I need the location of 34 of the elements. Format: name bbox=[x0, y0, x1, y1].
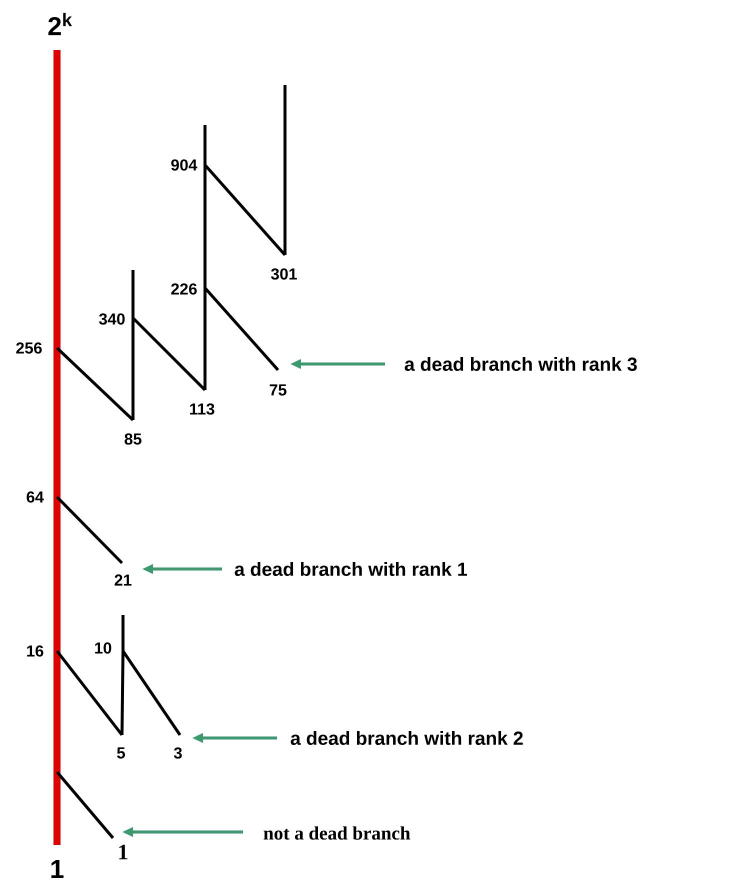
end-label: 2$^{k}$ bbox=[48, 12, 72, 36]
number-label: 904 bbox=[171, 159, 198, 171]
branch-line bbox=[204, 164, 286, 256]
branch-line bbox=[56, 496, 124, 564]
branch-line bbox=[132, 316, 206, 392]
callout-text: a dead branch with rank 3 bbox=[404, 357, 637, 371]
number-label: 113 bbox=[190, 403, 214, 415]
branch-line bbox=[122, 650, 182, 736]
number-label: 301 bbox=[271, 268, 297, 280]
branch-line bbox=[132, 318, 134, 420]
number-label: 256 bbox=[16, 342, 42, 354]
branch-line bbox=[204, 287, 280, 371]
number-label: 64 bbox=[26, 491, 44, 503]
branch-line bbox=[56, 346, 134, 422]
branch-line bbox=[56, 771, 114, 839]
number-label: 1 bbox=[119, 844, 128, 860]
number-label: 10 bbox=[95, 642, 112, 654]
branch-line bbox=[204, 165, 206, 288]
number-label: 226 bbox=[171, 283, 197, 295]
callout-text: a dead branch with rank 1 bbox=[234, 562, 468, 576]
end-label: 1 bbox=[51, 860, 64, 878]
number-label: 16 bbox=[27, 645, 44, 657]
number-label: 5 bbox=[117, 747, 125, 759]
number-label: 21 bbox=[114, 574, 132, 586]
number-label: 340 bbox=[99, 313, 125, 325]
number-label: 85 bbox=[124, 433, 142, 445]
number-label: 3 bbox=[174, 747, 182, 759]
branch-line bbox=[120, 650, 124, 736]
branch-line bbox=[56, 650, 124, 736]
callout-text: a dead branch with rank 2 bbox=[290, 731, 523, 745]
trunk-line bbox=[54, 50, 60, 845]
number-label: 75 bbox=[270, 384, 286, 396]
branch-line bbox=[204, 288, 206, 390]
callout-text: not a dead branch bbox=[264, 826, 410, 840]
